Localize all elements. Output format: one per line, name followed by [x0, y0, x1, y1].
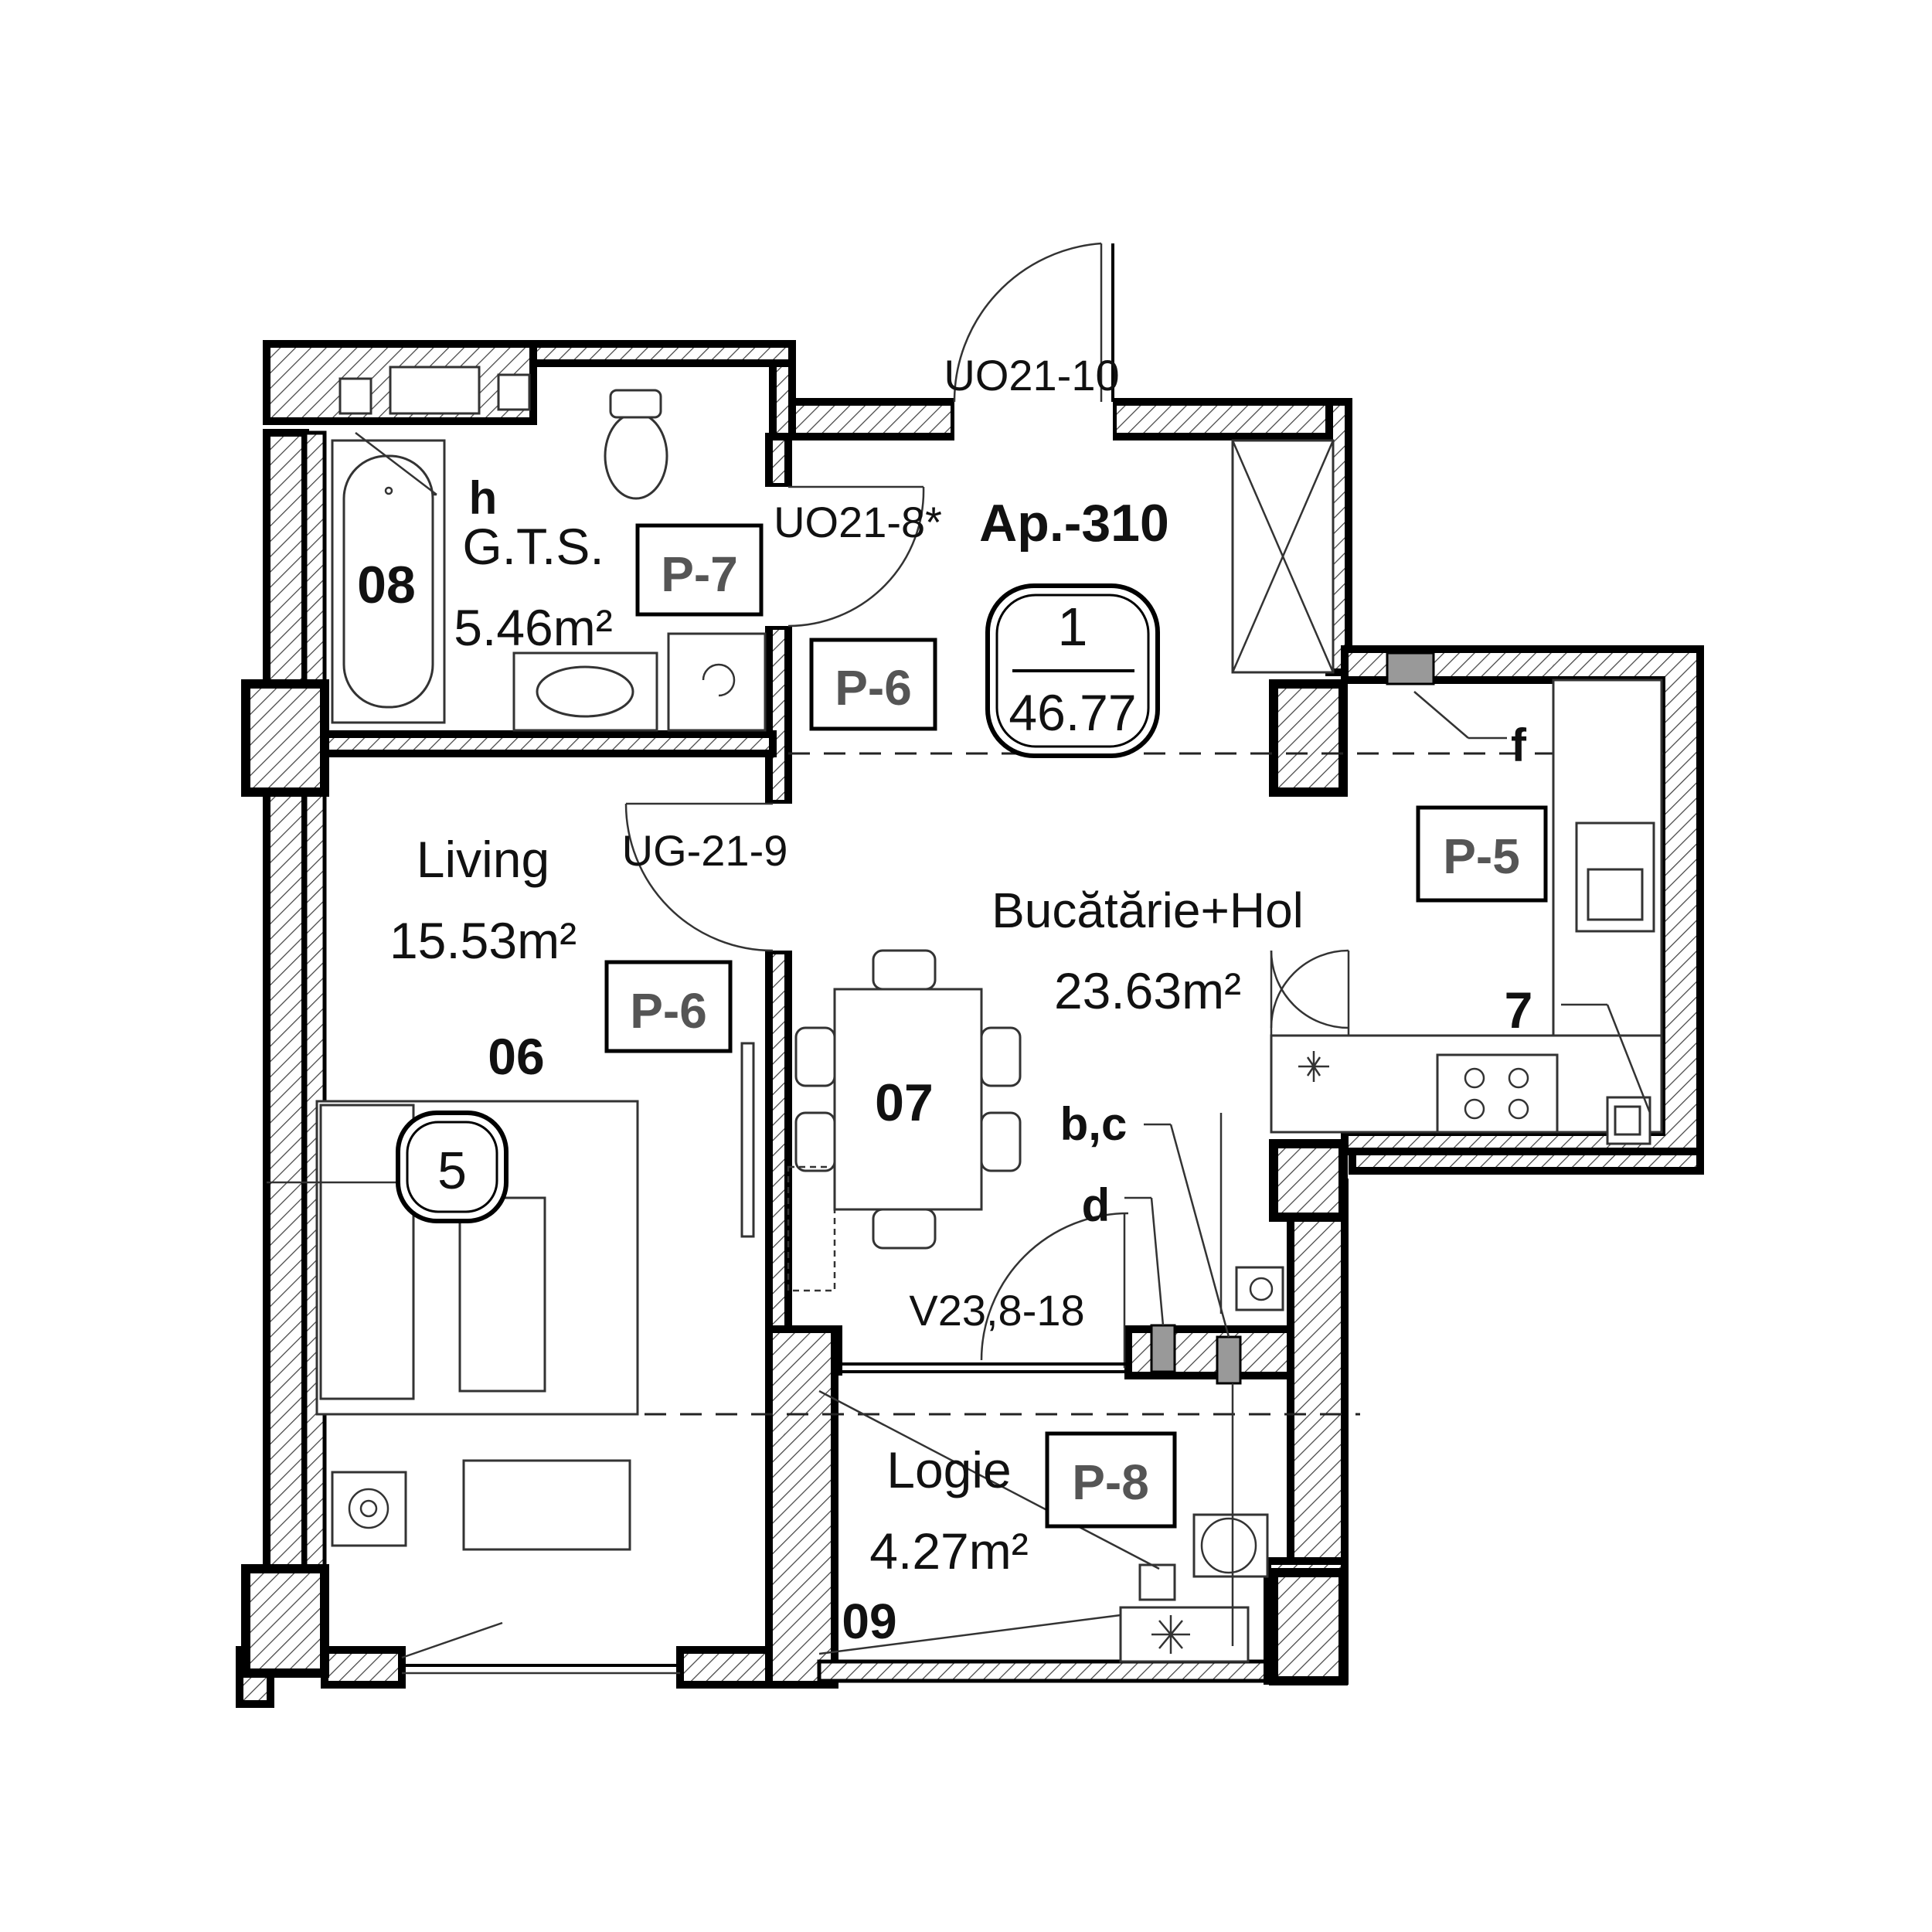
loggia-equipment	[818, 1113, 1284, 1663]
bathroom-number: 08	[357, 556, 416, 614]
bathroom-name: G.T.S.	[462, 518, 604, 575]
wardrobe	[1231, 439, 1335, 674]
marker-h: h	[469, 472, 498, 524]
tag-p6-hall: P-6	[809, 638, 937, 731]
tag-p6-living: P-6	[604, 960, 733, 1053]
bubble-5-label: 5	[437, 1141, 467, 1200]
loggia-number: 09	[842, 1594, 896, 1649]
kitchen-hall-name: Bucătărie+Hol	[992, 883, 1304, 938]
tag-p6-living-label: P-6	[630, 983, 707, 1039]
loggia-area: 4.27m²	[869, 1522, 1028, 1580]
leader-lines	[355, 432, 1651, 1338]
tag-p8-label: P-8	[1072, 1454, 1149, 1510]
living-area: 15.53m²	[389, 912, 577, 969]
apartment-label: Ap.-310	[979, 494, 1169, 553]
marker-d: d	[1082, 1179, 1111, 1231]
apartment-total-area: 46.77	[1009, 684, 1136, 741]
marker-f: f	[1511, 719, 1527, 771]
kitchen-hall-area: 23.63m²	[1054, 962, 1241, 1019]
apartment-unit-number: 1	[1058, 597, 1088, 657]
dining-table	[740, 949, 1022, 1292]
tag-p5-label: P-5	[1443, 828, 1520, 884]
bathtub	[331, 439, 446, 724]
apartment-badge: 1 46.77	[985, 583, 1160, 758]
tag-p7-label: P-7	[661, 546, 738, 602]
bathroom-door-label: UO21-8*	[774, 498, 942, 546]
tag-p6-hall-label: P-6	[835, 660, 912, 716]
living-name: Living	[417, 831, 549, 888]
living-number: 06	[488, 1028, 544, 1085]
sofa	[267, 1100, 639, 1551]
loggia-name: Logie	[886, 1441, 1012, 1498]
dashed-lines	[325, 752, 1677, 1416]
living-door-label: UG-21-9	[622, 826, 788, 875]
kitchen-hall-number: 07	[875, 1073, 934, 1132]
marker-7: 7	[1505, 981, 1533, 1039]
kitchen-units	[1270, 651, 1663, 1145]
doors	[401, 242, 1350, 1675]
marker-bc: b,c	[1060, 1098, 1128, 1150]
balcony-door-label: V23,8-18	[909, 1286, 1084, 1335]
structural-columns	[241, 679, 1348, 1685]
bathroom-area: 5.46m²	[454, 599, 612, 656]
tag-p5: P-5	[1416, 805, 1548, 903]
entrance-door-label: UO21-10	[944, 351, 1119, 400]
tag-p8: P-8	[1045, 1431, 1177, 1529]
bathroom-fixtures	[338, 366, 767, 732]
bubble-5: 5	[396, 1111, 509, 1223]
tag-p7: P-7	[635, 523, 764, 617]
